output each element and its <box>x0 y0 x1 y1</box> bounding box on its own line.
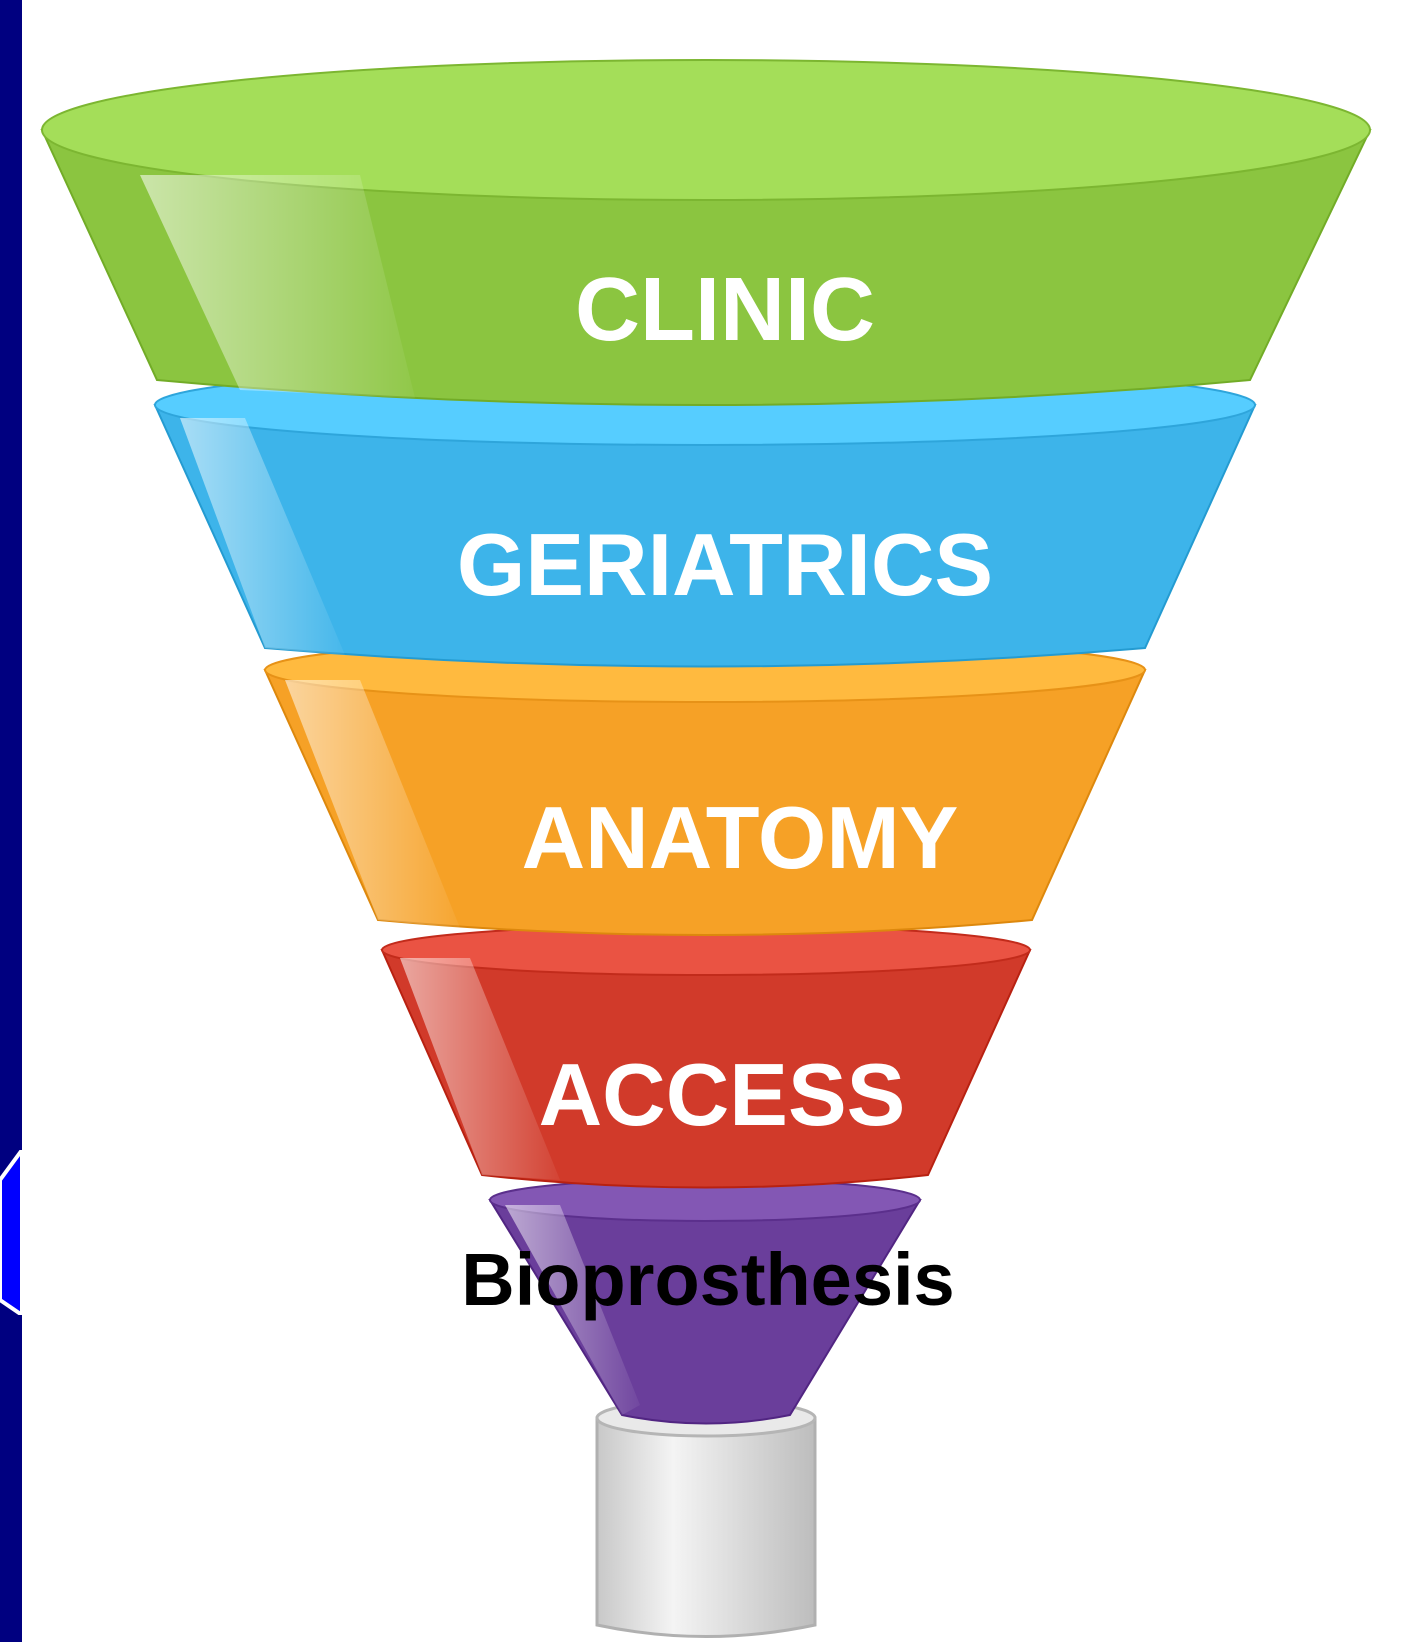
stage-label-access: ACCESS <box>539 1045 906 1144</box>
stage-label-bioprosthesis: Bioprosthesis <box>461 1238 954 1321</box>
stage-label-geriatrics: GERIATRICS <box>457 515 993 614</box>
left-band-accent <box>0 1150 24 1315</box>
stage-label-anatomy: ANATOMY <box>522 788 959 887</box>
funnel-stage-bioprosthesis <box>488 1178 922 1425</box>
funnel-stage-access <box>380 924 1032 1189</box>
funnel-stage-clinic <box>40 59 1372 406</box>
funnel-spout <box>595 1398 817 1638</box>
stage-label-clinic: CLINIC <box>575 260 875 360</box>
funnel-stage-anatomy <box>263 637 1147 936</box>
